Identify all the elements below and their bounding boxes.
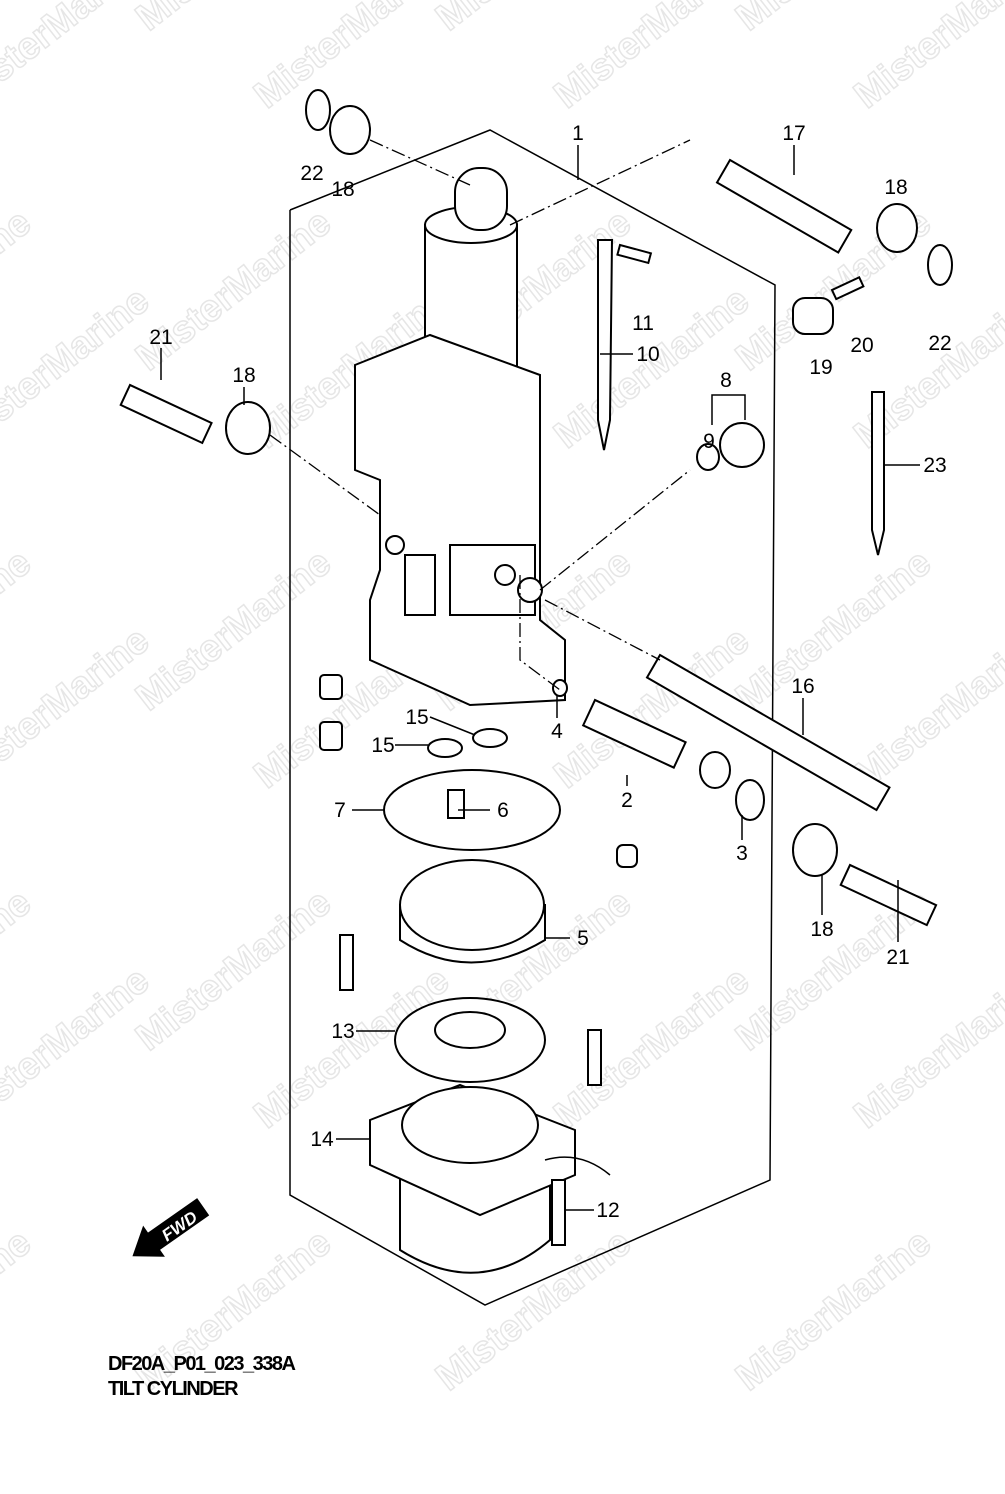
filter-15 — [319, 674, 343, 700]
watermark-text: MisterMarine — [428, 0, 639, 39]
callout: 12 — [596, 1199, 619, 1222]
bolt — [587, 1029, 602, 1086]
watermark-text: MisterMarine — [547, 959, 758, 1136]
watermark-text: MisterMarine — [128, 202, 339, 379]
callout: 9 — [703, 430, 715, 453]
watermark-text: MisterMarine — [0, 882, 39, 1059]
bolt — [339, 934, 354, 991]
circlip-22 — [927, 244, 953, 286]
watermark-text: MisterMarine — [728, 542, 939, 719]
watermark-text: MisterMarine — [0, 202, 39, 379]
pin-17 — [715, 158, 853, 254]
o-ring-15 — [427, 738, 463, 758]
bushing-18 — [329, 105, 371, 155]
watermark-text: MisterMarine — [0, 279, 157, 456]
diagram-code: DF20A_P01_023_338A — [108, 1353, 296, 1375]
callout: 18 — [331, 178, 354, 201]
callout: 2 — [621, 789, 633, 812]
watermark-text: MisterMarine — [128, 0, 339, 39]
bushing-18 — [225, 401, 271, 455]
watermark-text: MisterMarine — [728, 1222, 939, 1399]
circlip-22 — [305, 89, 331, 131]
callout: 21 — [886, 946, 909, 969]
watermark-text: MisterMarine — [0, 619, 157, 796]
callout: 23 — [923, 454, 946, 477]
fwd-arrow-icon: FWD — [132, 1198, 210, 1257]
part-6 — [447, 789, 465, 819]
callout: 5 — [577, 927, 589, 950]
tilt-cylinder-body — [354, 167, 566, 707]
motor-14 — [369, 1083, 611, 1274]
callout: 16 — [791, 675, 814, 698]
watermark-text: MisterMarine — [547, 0, 758, 117]
callout: 1 — [572, 122, 584, 145]
valve-2 — [581, 698, 687, 769]
collar-19 — [792, 297, 834, 335]
bolt-20 — [830, 275, 865, 301]
o-ring-2 — [699, 751, 731, 789]
callout: 6 — [497, 799, 509, 822]
callout: 18 — [232, 364, 255, 387]
bracket-13 — [394, 997, 546, 1083]
callout: 15 — [405, 706, 428, 729]
bushing-18 — [792, 823, 838, 877]
callouts: 1 17 18 22 18 11 10 20 22 19 21 18 8 9 2… — [149, 122, 951, 1222]
callout: 14 — [310, 1128, 334, 1151]
pump-5 — [399, 859, 546, 964]
callout: 22 — [928, 332, 951, 355]
watermark-text: MisterMarine — [847, 0, 1005, 117]
callout: 18 — [810, 918, 833, 941]
watermark-text: MisterMarine — [0, 959, 157, 1136]
callout: 17 — [782, 122, 805, 145]
leader-lines — [160, 145, 920, 1211]
circlip-3 — [735, 779, 765, 821]
callout: 13 — [331, 1020, 354, 1043]
watermark-text: MisterMarine — [0, 542, 39, 719]
assembly-outline — [289, 129, 776, 1306]
callout: 7 — [334, 799, 346, 822]
callout: 4 — [551, 720, 563, 743]
bolt-21 — [119, 383, 213, 445]
o-ring-9 — [696, 443, 720, 471]
callout: 18 — [884, 176, 907, 199]
diagram-title: TILT CYLINDER — [108, 1378, 239, 1400]
o-ring-15 — [472, 728, 508, 748]
watermark-text: MisterMarine — [247, 0, 458, 117]
callout: 3 — [736, 842, 748, 865]
bushing-18 — [876, 203, 918, 253]
plug-8 — [719, 422, 765, 468]
pin-16 — [645, 653, 891, 812]
cable-tie-10 — [597, 239, 614, 451]
callout: 10 — [636, 343, 659, 366]
watermark-text: MisterMarine — [847, 619, 1005, 796]
watermark-text: MisterMarine — [847, 959, 1005, 1136]
watermark-text: MisterMarine — [728, 0, 939, 39]
screw-11 — [616, 243, 653, 265]
watermark-text: MisterMarine — [847, 279, 1005, 456]
callout: 11 — [632, 312, 654, 335]
cable-tie-23 — [871, 391, 885, 556]
bolt-12 — [551, 1179, 566, 1246]
callout: 22 — [300, 162, 323, 185]
callout: 21 — [149, 326, 172, 349]
callout: 8 — [720, 369, 732, 392]
bolt-21 — [839, 863, 938, 927]
filter-15 — [319, 721, 343, 751]
watermark-text: MisterMarine — [128, 882, 339, 1059]
watermark-text: MisterMarine — [0, 0, 157, 117]
callout: 15 — [371, 734, 394, 757]
watermark-text: MisterMarine — [0, 1222, 39, 1399]
callout: 20 — [850, 334, 873, 357]
valve-part — [616, 844, 638, 868]
o-ring-4 — [552, 679, 568, 697]
callout: 19 — [809, 356, 832, 379]
watermark-text: MisterMarine — [128, 542, 339, 719]
